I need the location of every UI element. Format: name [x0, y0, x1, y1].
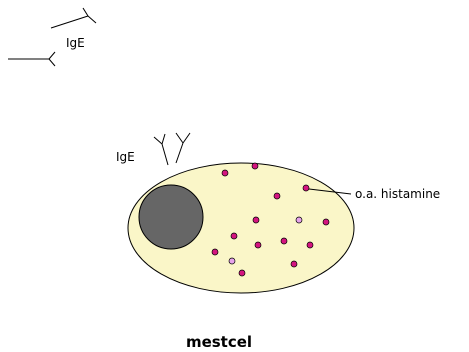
- granule: [323, 219, 329, 225]
- granule: [222, 170, 228, 176]
- granule: [252, 163, 258, 169]
- free-ige-label: IgE: [66, 36, 85, 50]
- free-ige-antibody-top: [51, 8, 96, 28]
- granule: [291, 261, 297, 267]
- free-ige-antibody-left: [8, 52, 55, 66]
- bound-ige-antibody-1: [154, 134, 168, 165]
- granule: [307, 242, 313, 248]
- granule: [231, 233, 237, 239]
- granule: [255, 242, 261, 248]
- granule: [274, 193, 280, 199]
- granule-histamine-marked: [303, 185, 309, 191]
- granule: [296, 217, 302, 223]
- histamine-label: o.a. histamine: [355, 187, 440, 201]
- bound-ige-antibody-2: [176, 133, 190, 163]
- granule: [239, 270, 245, 276]
- granule: [253, 217, 259, 223]
- granule: [281, 238, 287, 244]
- granule: [212, 249, 218, 255]
- cell-name-label: mestcel: [186, 333, 252, 351]
- cell-nucleus: [139, 185, 203, 249]
- bound-ige-label: IgE: [116, 150, 135, 164]
- granule: [229, 258, 235, 264]
